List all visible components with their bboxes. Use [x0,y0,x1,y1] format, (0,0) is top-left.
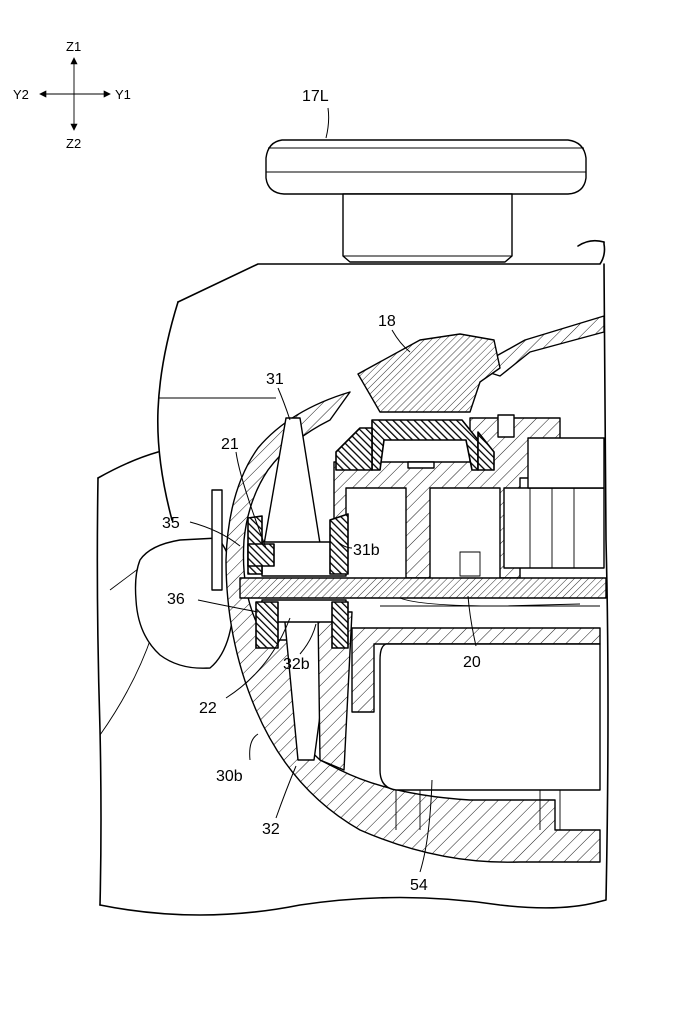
label-31: 31 [266,371,284,388]
axis-indicator: Z1 Z2 Y2 Y1 [13,39,131,151]
label-20: 20 [463,654,481,671]
grip-pad [134,489,235,669]
label-54: 54 [410,877,428,894]
label-32: 32 [262,821,280,838]
shell-30 [225,391,601,863]
label-36: 36 [167,591,185,608]
axis-label-y1: Y1 [115,87,131,102]
seal-upper [335,419,495,471]
lever-22 [255,599,349,649]
leader-lines [189,107,477,873]
housing [96,239,609,916]
base-plate-20 [239,577,607,713]
axis-label-z1: Z1 [66,39,81,54]
arm-32 [283,611,353,771]
lever-21 [247,513,349,577]
label-35: 35 [162,515,180,532]
axis-label-z2: Z2 [66,136,81,151]
label-32b: 32b [283,656,310,673]
right-internals [379,437,605,830]
label-18: 18 [378,313,396,330]
label-21: 21 [221,436,239,453]
label-17l: 17L [302,88,329,105]
label-30b: 30b [216,768,243,785]
label-22: 22 [199,700,217,717]
axis-label-y2: Y2 [13,87,29,102]
reference-labels: 17L 18 31 21 35 31b 36 32b 20 22 30b 32 … [162,88,481,894]
knob-17l [265,139,587,263]
tilt-member-18 [357,333,501,413]
label-31b: 31b [353,542,380,559]
